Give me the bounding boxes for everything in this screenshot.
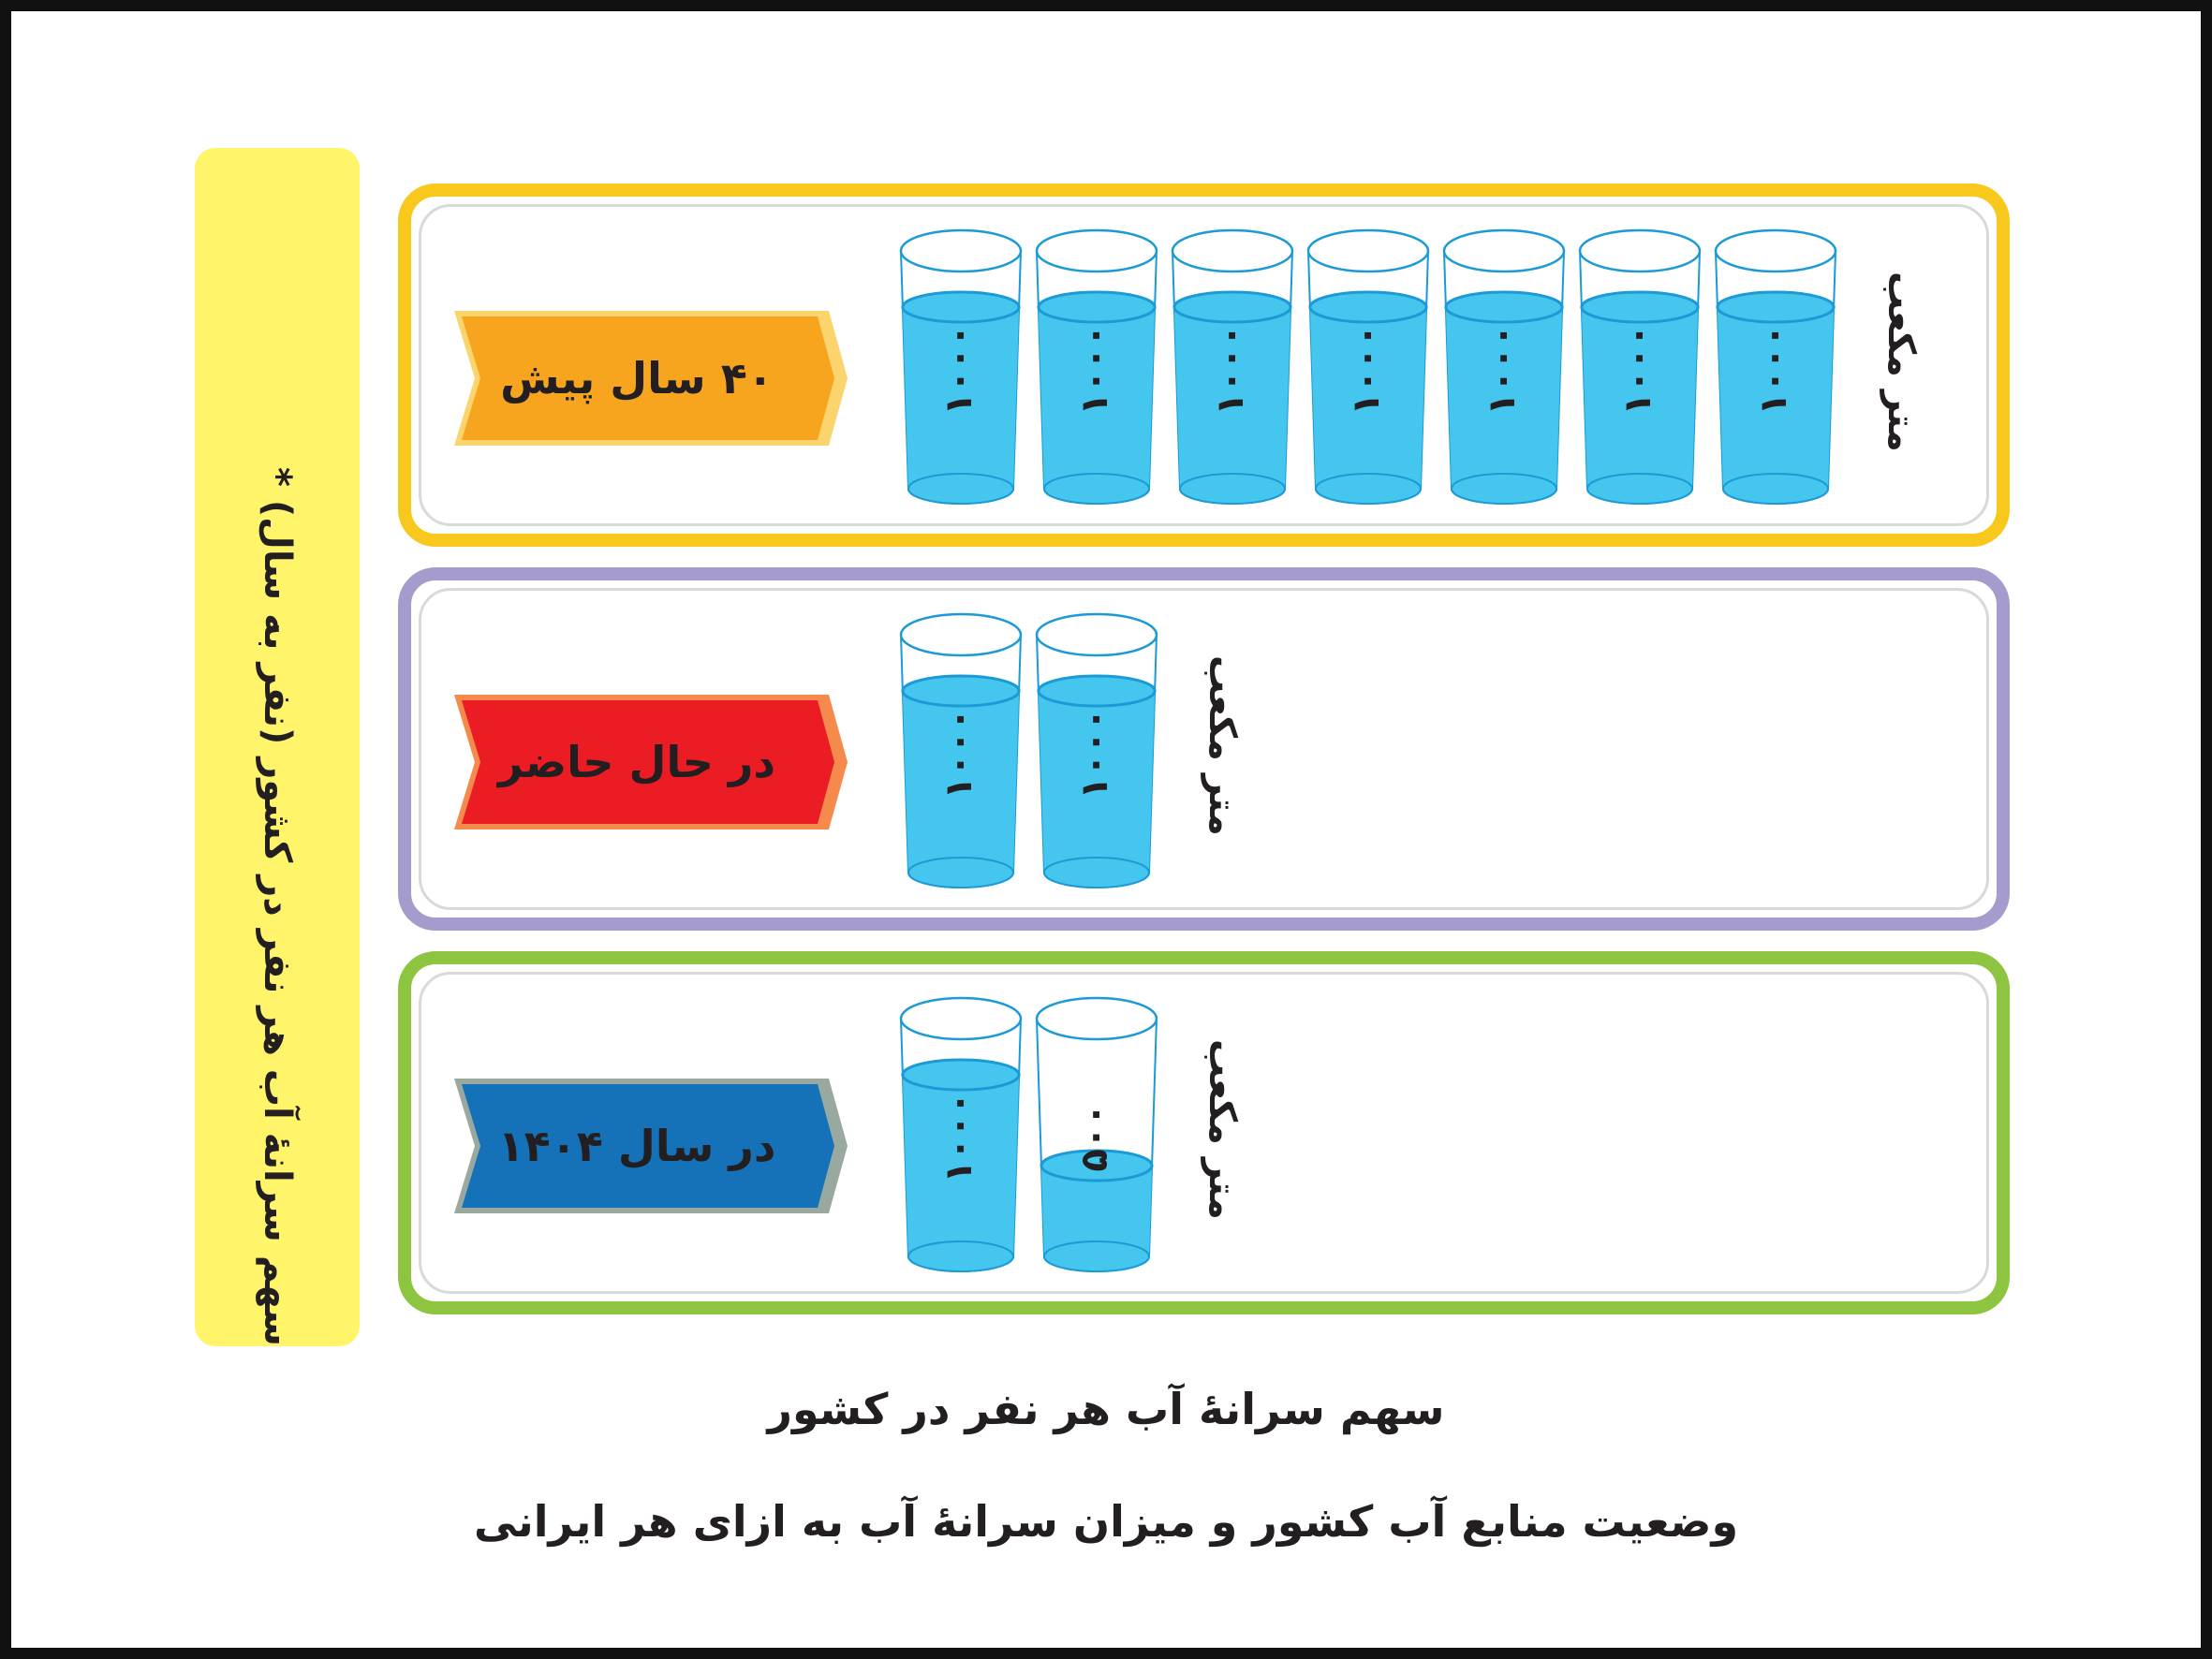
glass-icon: [1578, 228, 1702, 505]
water-glass: ۱۰۰۰: [1712, 225, 1839, 515]
glass-icon: [899, 996, 1023, 1272]
glass-value: ۱۰۰۰: [1073, 708, 1116, 800]
side-panel: سهم سرانهٔ آب هر نفر در کشور (نفر به سال…: [195, 148, 360, 1346]
water-glass: ۱۰۰۰: [897, 609, 1025, 899]
glass-icon: [1035, 996, 1158, 1272]
water-glass: ۱۰۰۰: [1033, 609, 1160, 899]
period-label: ۴۰ سال پیش: [500, 353, 774, 404]
glass-value: ۱۰۰۰: [1481, 324, 1524, 416]
glass-icon: [899, 228, 1023, 505]
side-label: سهم سرانهٔ آب هر نفر در کشور (نفر به سال…: [256, 467, 299, 1346]
period-tag: در سال ۱۴۰۴: [454, 1079, 848, 1213]
arrow-tag-shape: [454, 695, 848, 830]
water-glass: ۱۰۰۰: [1033, 225, 1160, 515]
period-label: در سال ۱۴۰۴: [497, 1121, 776, 1171]
period-label: در حال حاضر: [498, 737, 775, 787]
unit-label: متر مکعب: [1201, 655, 1244, 836]
caption-title: سهم سرانهٔ آب هر نفر در کشور: [767, 1384, 1445, 1434]
row-present: در حال حاضر ۱۰۰۰ ۱۰۰۰ متر مکعب: [398, 567, 2010, 931]
water-glass: ۱۰۰۰: [1440, 225, 1568, 515]
glass-value: ۱۰۰۰: [937, 1092, 981, 1183]
glass-value: ۱۰۰۰: [1209, 324, 1252, 416]
water-glass: ۱۰۰۰: [897, 992, 1025, 1283]
glass-icon: [1714, 228, 1837, 505]
glass-value: ۱۰۰۰: [1345, 324, 1388, 416]
water-glass: ۱۰۰۰: [897, 225, 1025, 515]
water-glass: ۱۰۰۰: [1305, 225, 1432, 515]
glass-icon: [1171, 228, 1294, 505]
glass-value: ۱۰۰۰: [937, 324, 981, 416]
water-glass: ۱۰۰۰: [1576, 225, 1703, 515]
water-glass: ۱۰۰۰: [1169, 225, 1296, 515]
arrow-tag-shape: [454, 311, 848, 446]
row-40-years-ago: ۴۰ سال پیش ۱۰۰۰ ۱۰۰۰ ۱۰۰۰ ۱۰۰۰: [398, 184, 2010, 547]
glass-value: ۱۰۰۰: [1752, 324, 1795, 416]
row-1404: در سال ۱۴۰۴ ۱۰۰۰ ۵۰۰ متر مکعب: [398, 951, 2010, 1314]
period-tag: در حال حاضر: [454, 695, 848, 830]
unit-label: متر مکعب: [1880, 272, 1923, 452]
glass-value: ۱۰۰۰: [1073, 324, 1116, 416]
glass-value: ۵۰۰: [1073, 1103, 1116, 1172]
period-tag: ۴۰ سال پیش: [454, 311, 848, 446]
glass-icon: [1306, 228, 1430, 505]
water-glass: ۵۰۰: [1033, 992, 1160, 1283]
caption-subtitle: وضعیت منابع آب کشور و میزان سرانهٔ آب به…: [473, 1496, 1739, 1547]
glass-icon: [899, 612, 1023, 888]
glass-icon: [1035, 612, 1158, 888]
arrow-tag-shape: [454, 1079, 848, 1213]
glass-value: ۱۰۰۰: [937, 708, 981, 800]
unit-label: متر مکعب: [1201, 1039, 1244, 1220]
glass-icon: [1442, 228, 1566, 505]
glass-icon: [1035, 228, 1158, 505]
glass-value: ۱۰۰۰: [1616, 324, 1659, 416]
